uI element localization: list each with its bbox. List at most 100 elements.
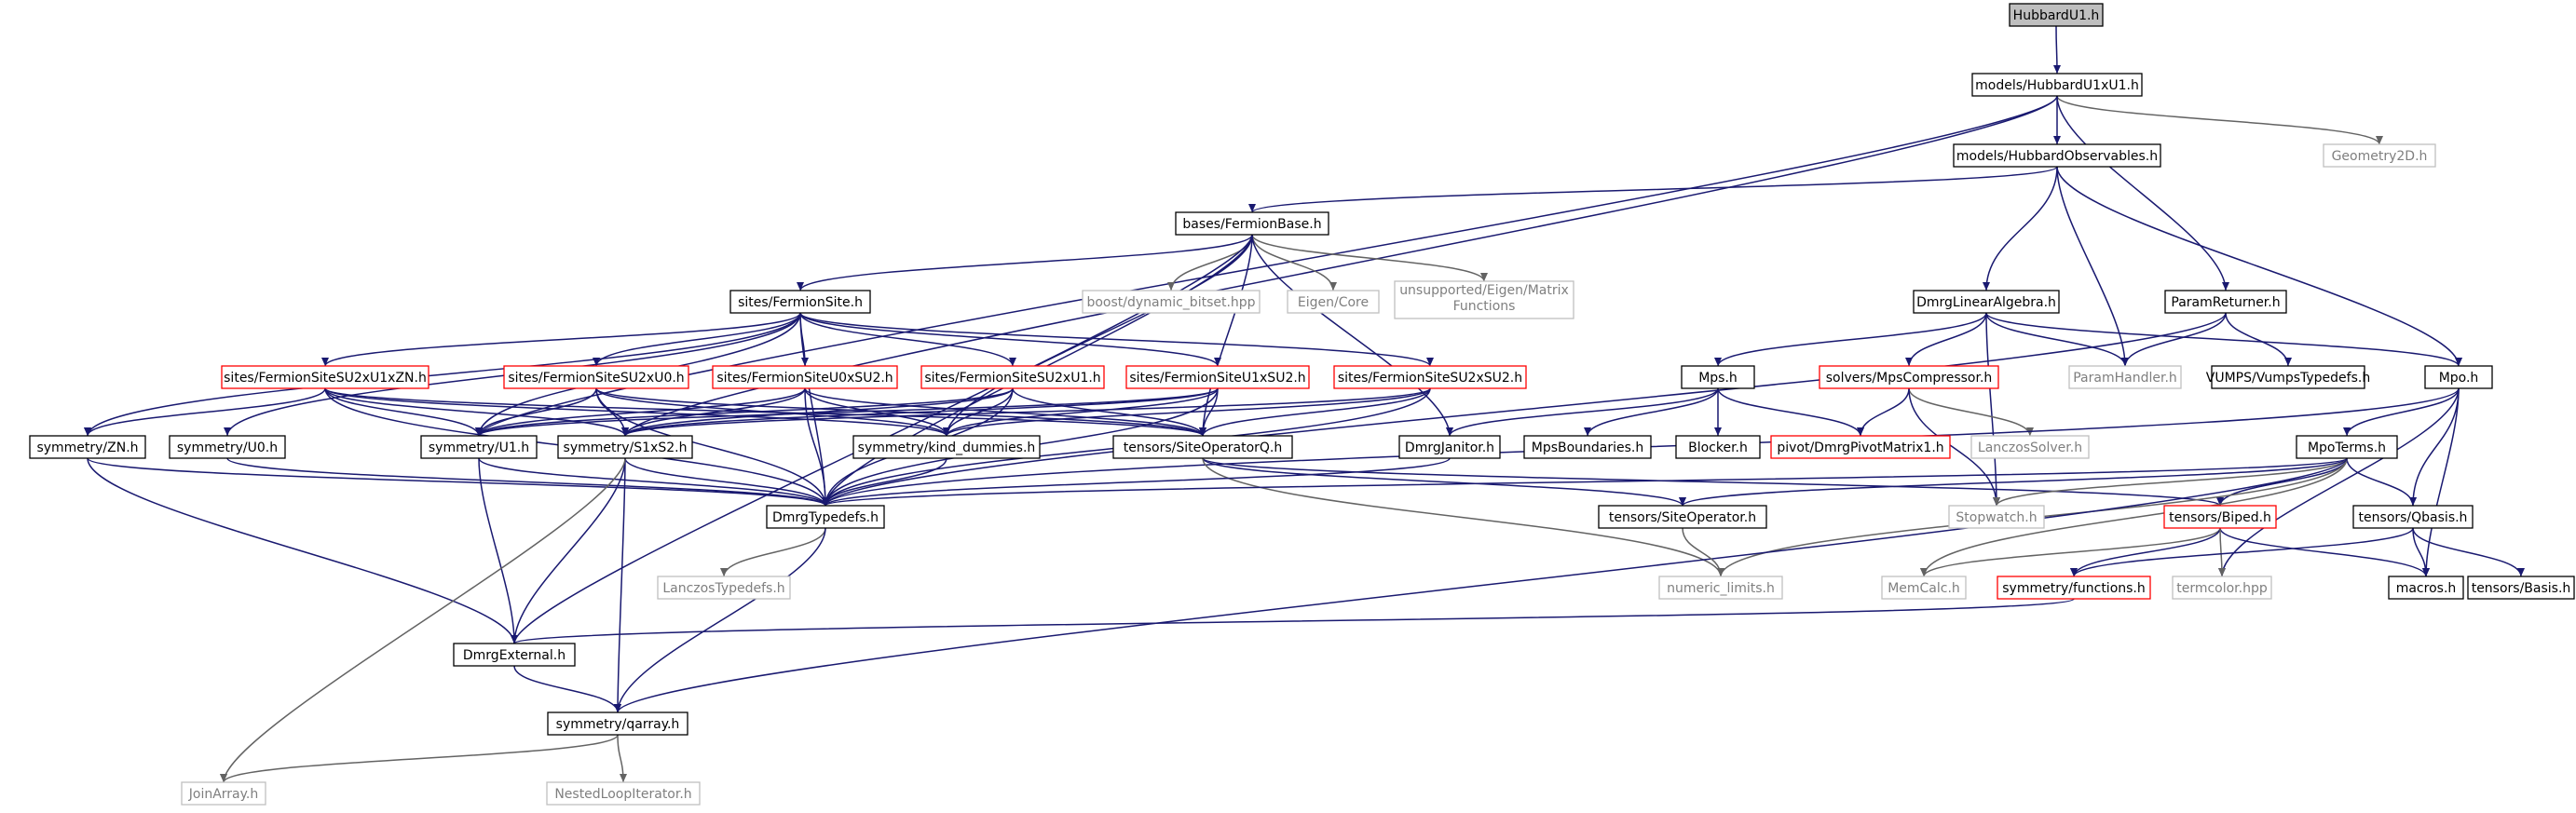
edge-Biped-to-MemCalc [1920,527,2221,577]
node-qbasis[interactable]: tensors/Qbasis.h [2352,505,2474,529]
node-su2xsu2[interactable]: sites/FermionSiteSU2xSU2.h [1333,365,1527,389]
edge-FermionBase-to-dynamic_bitset [1167,234,1253,291]
node-label: MemCalc.h [1888,581,1960,596]
edge-MpoTerms-to-DmrgTypedefs [822,457,2348,507]
node-dmrgexternal[interactable]: DmrgExternal.h [453,643,576,667]
edge-DmrgLinearAlgebra-to-Mpo [1985,312,2462,367]
node-kind_dummies[interactable]: symmetry/kind_dummies.h [852,435,1041,459]
edge-FermionSite-to-U1xSU2 [799,312,1221,367]
node-label: tensors/SiteOperatorQ.h [1124,440,1283,455]
node-macros[interactable]: macros.h [2388,576,2464,600]
node-label: DmrgExternal.h [463,648,566,663]
node-box [169,435,286,459]
node-fermionsite[interactable]: sites/FermionSite.h [729,290,871,314]
node-box [2211,365,2365,389]
edge-SU2xU1xZN-to-U1 [324,387,483,437]
node-label: NestedLoopIterator.h [554,787,691,802]
node-label: sites/FermionSiteSU2xU1.h [924,371,1100,386]
node-box [2323,143,2436,168]
node-su2xu1xzn[interactable]: sites/FermionSiteSU2xU1xZN.h [221,365,429,389]
node-hubbardobservables[interactable]: models/HubbardObservables.h [1953,143,2161,168]
node-basis[interactable]: tensors/Basis.h [2467,576,2575,600]
edge-S1xS2-to-DmrgExternal [511,457,626,644]
node-label: symmetry/ZN.h [36,440,138,455]
node-box [1681,365,1755,389]
edge-Mpo-to-Qbasis [2409,387,2460,507]
edge-DmrgLinearAlgebra-to-Mps [1714,312,1987,367]
node-label: sites/FermionSiteU0xSU2.h [716,371,893,386]
edge-MpoTerms-to-Qbasis [2346,457,2417,507]
node-paramreturner[interactable]: ParamReturner.h [2164,290,2287,314]
node-box [420,435,538,459]
node-box [1770,435,1951,459]
node-label: sites/FermionSiteSU2xU1xZN.h [224,371,427,386]
node-box [1598,505,1767,529]
node-mpoterms[interactable]: MpoTerms.h [2296,435,2398,459]
edge-Biped-to-macros [2219,527,2430,577]
edge-S1xS2-to-qarray [614,457,626,713]
node-box [852,435,1041,459]
node-label: Stopwatch.h [1956,510,2037,525]
node-box [1819,365,1999,389]
node-u1xsu2[interactable]: sites/FermionSiteU1xSU2.h [1125,365,1310,389]
node-su2xu1[interactable]: sites/FermionSiteSU2xU1.h [920,365,1105,389]
node-qarray[interactable]: symmetry/qarray.h [547,711,688,736]
edge-FermionSite-to-SU2xU1xZN [321,312,801,367]
edge-MpsCompressor-to-LanczosSolver [1908,387,2034,437]
node-label: solvers/MpsCompressor.h [1826,371,1993,386]
node-biped[interactable]: tensors/Biped.h [2163,505,2277,529]
node-label: ParamReturner.h [2171,295,2280,310]
edge-qarray-to-JoinArray [220,734,619,783]
node-box [2172,576,2272,600]
node-siteoperator[interactable]: tensors/SiteOperator.h [1598,505,1767,529]
node-mpscompressor[interactable]: solvers/MpsCompressor.h [1819,365,1999,389]
node-box [1287,290,1380,314]
node-box [1175,211,1329,236]
node-box [1953,143,2161,168]
node-u0xsu2[interactable]: sites/FermionSiteU0xSU2.h [712,365,898,389]
node-hubbardu1xu1[interactable]: models/HubbardU1xU1.h [1971,73,2143,97]
edge-Biped-to-termcolor [2217,527,2226,577]
node-siteoperatorq[interactable]: tensors/SiteOperatorQ.h [1112,435,1293,459]
node-dmrglinearalgebra[interactable]: DmrgLinearAlgebra.h [1913,290,2060,314]
node-u0[interactable]: symmetry/U0.h [169,435,286,459]
edge-ParamReturner-to-ParamHandler [2121,312,2227,367]
node-vumpstypedefs[interactable]: VUMPS/VumpsTypedefs.h [2206,365,2370,389]
node-label: Geometry2D.h [2332,149,2428,164]
node-box [2164,290,2287,314]
edge-SiteOperatorQ-to-Biped [1202,457,2224,507]
node-label: Mpo.h [2439,371,2479,386]
node-label: tensors/SiteOperator.h [1609,510,1756,525]
node-functions[interactable]: symmetry/functions.h [1997,576,2151,600]
node-box [1997,576,2151,600]
node-mpo[interactable]: Mpo.h [2424,365,2493,389]
node-mpsboundaries[interactable]: MpsBoundaries.h [1523,435,1652,459]
node-dmrgpivotmatrix1[interactable]: pivot/DmrgPivotMatrix1.h [1770,435,1951,459]
node-nestedloopiterator: NestedLoopIterator.h [546,781,701,806]
edge-MpoTerms-to-Biped [2216,457,2348,507]
node-zn[interactable]: symmetry/ZN.h [29,435,146,459]
node-fermionbase[interactable]: bases/FermionBase.h [1175,211,1329,236]
node-lanczostypedefs: LanczosTypedefs.h [657,576,791,600]
node-dmrgtypedefs[interactable]: DmrgTypedefs.h [766,505,885,529]
node-stopwatch: Stopwatch.h [1948,505,2045,529]
node-label: macros.h [2396,581,2457,596]
node-mps[interactable]: Mps.h [1681,365,1755,389]
edge-ZN-to-DmrgExternal [87,457,518,644]
edge-SU2xU1xZN-to-ZN [84,387,326,437]
node-s1xs2[interactable]: symmetry/S1xS2.h [557,435,693,459]
node-label: models/HubbardU1xU1.h [1975,78,2139,93]
node-blocker[interactable]: Blocker.h [1675,435,1761,459]
edges [84,25,2525,783]
node-box [1970,435,2090,459]
edge-Qbasis-to-functions [2070,527,2414,577]
node-dmrgjanitor[interactable]: DmrgJanitor.h [1398,435,1501,459]
edge-DmrgLinearAlgebra-to-ParamHandler [1985,312,2129,367]
node-box [221,365,429,389]
node-su2xu0[interactable]: sites/FermionSiteSU2xU0.h [503,365,689,389]
node-label: LanczosSolver.h [1978,440,2082,455]
edge-U1xSU2-to-S1xS2 [621,387,1219,437]
node-u1[interactable]: symmetry/U1.h [420,435,538,459]
